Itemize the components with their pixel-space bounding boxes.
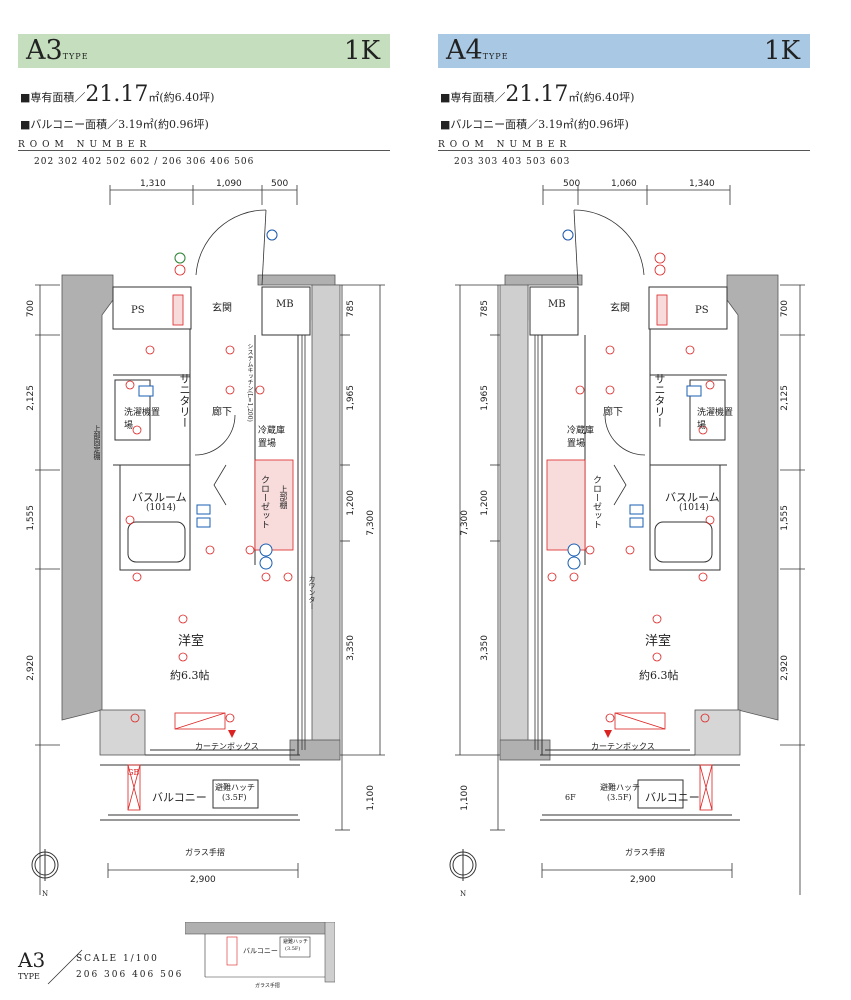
a3-bath-size: (1014) bbox=[146, 503, 176, 513]
a4-type-banner: A4TYPE 1K bbox=[438, 34, 810, 68]
a3-dim-left-3: 1,555 bbox=[26, 505, 36, 531]
a4-sanitary-label: サニタリー bbox=[653, 373, 666, 428]
footer-slash bbox=[47, 949, 83, 985]
a4-room-size: 約6.3帖 bbox=[639, 669, 679, 682]
mini-hatch-label: 避難ハッチ bbox=[283, 939, 309, 945]
a4-room-number-title: ROOM NUMBER bbox=[438, 140, 810, 151]
a4-dim-top-3: 1,340 bbox=[689, 179, 715, 189]
a3-bath-label: バスルーム bbox=[132, 491, 187, 504]
footer-type-sub: TYPE bbox=[18, 972, 40, 981]
a3-dim-top-3: 500 bbox=[271, 179, 289, 189]
a4-balcony-area: ■バルコニー面積／3.19㎡(約0.96坪) bbox=[440, 118, 629, 131]
a3-sanitary-label: サニタリー bbox=[178, 373, 191, 428]
a3-genkan-label: 玄関 bbox=[212, 303, 232, 314]
a3-upper-shelf-label: 上部固定棚 bbox=[93, 425, 101, 460]
a4-dim-left-2: 1,965 bbox=[480, 385, 490, 411]
a4-north-label: N bbox=[460, 890, 467, 898]
footer-mini-plan: バルコニー 避難ハッチ (3.5F) ガラス手摺 bbox=[184, 921, 336, 994]
a3-rouka-label: 廊下 bbox=[212, 407, 232, 418]
mini-hatch-floor: (3.5F) bbox=[285, 946, 301, 952]
mini-balcony-label: バルコニー bbox=[243, 947, 278, 955]
a4-balcony-label: バルコニー bbox=[645, 791, 700, 804]
a3-room-numbers: 202 302 402 502 602 / 206 306 406 506 bbox=[34, 157, 255, 167]
a4-floor-note: 6F bbox=[565, 793, 576, 802]
a4-floor-plan: 500 1,060 1,340 785 1,965 1,200 3,350 1,… bbox=[425, 175, 805, 915]
a4-dim-left-total: 7,300 bbox=[460, 510, 470, 536]
a3-shelf-label: 上部棚 bbox=[279, 485, 288, 509]
a3-dim-right-5: 1,100 bbox=[366, 785, 376, 811]
a4-ps-label: PS bbox=[695, 305, 709, 316]
a4-bath-label: バスルーム bbox=[665, 491, 720, 504]
a4-glass-label: ガラス手摺 bbox=[625, 848, 665, 857]
a3-kitchen-label: システムキッチン(L=1,200) bbox=[246, 343, 253, 422]
a4-plan-drawing bbox=[449, 185, 805, 895]
a3-gb-label: GB bbox=[127, 768, 140, 777]
a4-dim-bottom: 2,900 bbox=[630, 875, 656, 885]
a3-fridge-label: 冷蔵庫置場 bbox=[258, 426, 286, 449]
a3-dim-bottom: 2,900 bbox=[190, 875, 216, 885]
footer-key: A3 TYPE SCALE 1/100 206 306 406 506 bbox=[18, 948, 348, 988]
a4-dim-top-1: 500 bbox=[563, 179, 581, 189]
a3-balcony-area: ■バルコニー面積／3.19㎡(約0.96坪) bbox=[20, 118, 209, 131]
a3-dim-right-3: 1,200 bbox=[346, 490, 356, 516]
a3-curtain-label: カーテンボックス bbox=[195, 742, 259, 751]
a3-room-size: 約6.3帖 bbox=[170, 669, 210, 682]
a4-dim-left-1: 785 bbox=[480, 300, 490, 318]
a4-yoshitsu-label: 洋室 bbox=[645, 634, 672, 649]
a4-dim-left-3: 1,200 bbox=[480, 490, 490, 516]
a3-hatch-label: 避難ハッチ bbox=[215, 783, 255, 792]
a4-curtain-label: カーテンボックス bbox=[591, 742, 655, 751]
a3-layout-type: 1K bbox=[344, 36, 380, 66]
a3-floor-plan: 1,310 1,090 500 700 2,125 1,555 2,920 78… bbox=[0, 175, 385, 915]
a4-dim-left-5: 1,100 bbox=[460, 785, 470, 811]
a4-dim-right-2: 2,125 bbox=[780, 385, 790, 411]
a4-dim-left-4: 3,350 bbox=[480, 635, 490, 661]
a3-dim-right-4: 3,350 bbox=[346, 635, 356, 661]
a3-room-number-title: ROOM NUMBER bbox=[18, 140, 390, 151]
a3-washer-label: 洗濯機置場 bbox=[124, 408, 161, 431]
a4-bath-size: (1014) bbox=[679, 503, 709, 513]
a4-layout-type: 1K bbox=[764, 36, 800, 66]
mini-glass-label: ガラス手摺 bbox=[255, 983, 280, 989]
a3-yoshitsu-label: 洋室 bbox=[178, 634, 205, 649]
a3-ps-label: PS bbox=[131, 305, 145, 316]
a3-dim-top-1: 1,310 bbox=[140, 179, 166, 189]
a4-hatch-floor: (3.5F) bbox=[607, 793, 632, 802]
a4-area: ■専有面積／21.17㎡(約6.40坪) bbox=[440, 82, 635, 107]
a3-closet-label: クローゼット bbox=[259, 475, 269, 529]
a3-hatch-floor: (3.5F) bbox=[222, 793, 247, 802]
a4-washer-label: 洗濯機置場 bbox=[697, 408, 734, 431]
a3-dim-left-2: 2,125 bbox=[26, 385, 36, 411]
a3-dim-right-1: 785 bbox=[346, 300, 356, 318]
a3-area: ■専有面積／21.17㎡(約6.40坪) bbox=[20, 82, 215, 107]
a3-dim-left-4: 2,920 bbox=[26, 655, 36, 681]
a3-type-title: A3TYPE bbox=[26, 35, 89, 66]
footer-rooms: 206 306 406 506 bbox=[76, 970, 184, 980]
a3-dim-right-2: 1,965 bbox=[346, 385, 356, 411]
a4-closet-label: クローゼット bbox=[591, 475, 601, 529]
a4-type-title: A4TYPE bbox=[446, 35, 509, 66]
a3-glass-label: ガラス手摺 bbox=[185, 848, 225, 857]
a4-mb-label: MB bbox=[548, 299, 566, 310]
a3-dim-top-2: 1,090 bbox=[216, 179, 242, 189]
a3-north-label: N bbox=[42, 890, 49, 898]
a4-rouka-label: 廊下 bbox=[603, 407, 623, 418]
a3-dim-left-1: 700 bbox=[26, 300, 36, 318]
a4-dim-top-2: 1,060 bbox=[611, 179, 637, 189]
footer-type-main: A3 bbox=[18, 948, 46, 972]
a4-hatch-label: 避難ハッチ bbox=[600, 783, 640, 792]
a3-counter-label: カウンター bbox=[308, 575, 316, 610]
a4-room-numbers: 203 303 403 503 603 bbox=[454, 157, 571, 167]
a3-mb-label: MB bbox=[276, 299, 294, 310]
a4-dim-right-4: 2,920 bbox=[780, 655, 790, 681]
a4-genkan-label: 玄関 bbox=[610, 303, 630, 314]
a3-plan-drawing bbox=[31, 185, 385, 895]
a3-type-banner: A3TYPE 1K bbox=[18, 34, 390, 68]
a4-fridge-label: 冷蔵庫置場 bbox=[567, 426, 595, 449]
a3-dim-right-total: 7,300 bbox=[366, 510, 376, 536]
a4-dim-right-3: 1,555 bbox=[780, 505, 790, 531]
footer-scale: SCALE 1/100 bbox=[76, 954, 159, 964]
a4-dim-right-1: 700 bbox=[780, 300, 790, 318]
a3-balcony-label: バルコニー bbox=[152, 791, 207, 804]
